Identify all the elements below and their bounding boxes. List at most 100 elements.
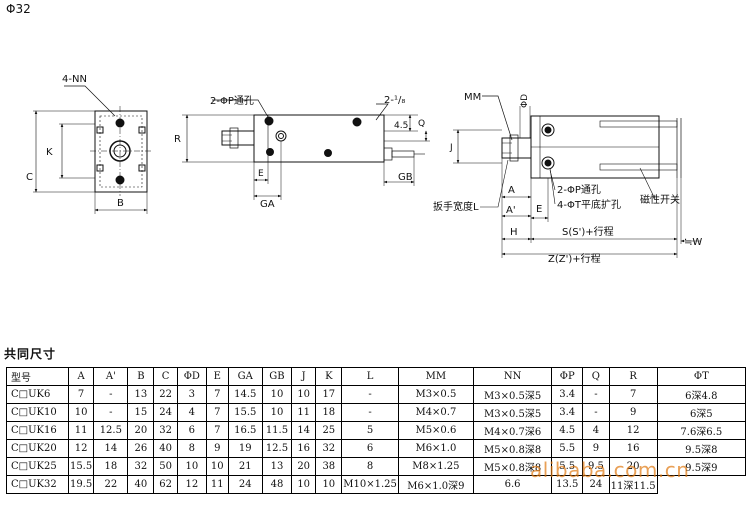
table-cell: 11 [205, 475, 229, 494]
front-nut-tl [96, 126, 104, 134]
label-s: S(S')+行程 [562, 225, 614, 238]
table-cell: M6×1.0深9 [397, 475, 474, 494]
column-header: ΦT [656, 367, 746, 386]
label-switch: 磁性开关 [640, 193, 680, 206]
table-cell: 15.5 [227, 403, 263, 422]
column-header: NN [472, 367, 553, 386]
table-cell: M5×0.6 [397, 421, 474, 440]
table-cell: 16 [291, 439, 317, 458]
label-d: ΦD [520, 94, 530, 108]
table-cell: 10 [205, 457, 229, 476]
table-cell: 40 [153, 439, 178, 458]
label-k: K [46, 147, 53, 158]
table-cell: 8 [176, 439, 207, 458]
table-cell: C□UK10 [6, 403, 69, 422]
table-cell: 6深4.8 [656, 385, 746, 404]
label-r: R [174, 134, 181, 145]
label-gb: GB [398, 172, 413, 183]
front-nut-tr [138, 126, 146, 134]
side-hole-3 [266, 148, 274, 156]
label-mm: MM [464, 92, 481, 103]
column-header: K [315, 367, 343, 386]
table-cell: 7 [205, 421, 229, 440]
table-cell: 18 [93, 457, 129, 476]
table-cell: 10 [176, 457, 207, 476]
table-cell: 24 [227, 475, 263, 494]
table-cell: - [341, 385, 399, 404]
table-cell: 9 [582, 439, 610, 458]
label-ga: GA [260, 199, 275, 210]
column-header: 型号 [6, 367, 69, 386]
table-cell: M5×0.8深8 [472, 439, 553, 458]
column-header: R [608, 367, 658, 386]
table-cell: 10 [291, 385, 317, 404]
table-cell: M4×0.7 [397, 403, 474, 422]
table-cell: 48 [261, 475, 293, 494]
table-cell: 10 [291, 475, 317, 494]
table-cell: 4.5 [551, 421, 584, 440]
table-cell: 22 [93, 475, 129, 494]
table-cell: M8×1.25 [397, 457, 474, 476]
label-b: B [117, 198, 124, 209]
table-cell: 62 [153, 475, 178, 494]
table-cell: 7.6深6.5 [656, 421, 746, 440]
table-cell: C□UK6 [6, 385, 69, 404]
label-a2: A' [506, 205, 516, 216]
table-cell: 13 [261, 457, 293, 476]
table-cell: - [93, 385, 129, 404]
table-cell: 5.5 [551, 439, 584, 458]
table-cell: 12.5 [261, 439, 293, 458]
table-cell: 7 [67, 385, 95, 404]
side-hole-1 [264, 116, 274, 126]
table-cell: 20 [291, 457, 317, 476]
column-header: E [205, 367, 229, 386]
column-header: J [291, 367, 317, 386]
table-cell: 11 [67, 421, 95, 440]
table-cell: 9.5深9 [656, 457, 746, 476]
table-cell: 6.6 [472, 475, 553, 494]
section-title: 共同尺寸 [4, 347, 57, 361]
label-top-e: E [536, 204, 542, 215]
table-cell: 40 [127, 475, 155, 494]
table-cell: C□UK25 [6, 457, 69, 476]
table-cell: 3.4 [551, 385, 584, 404]
side-view [182, 99, 430, 200]
label-w: ≒W [684, 237, 702, 248]
label-port: 2-¹/₈ [384, 95, 405, 106]
table-cell: 6 [341, 439, 399, 458]
technical-drawing: 4-NN K C B [26, 74, 702, 265]
front-nut-bl [96, 164, 104, 172]
table-cell: - [341, 403, 399, 422]
table-cell: - [582, 385, 610, 404]
table-cell: 19 [227, 439, 263, 458]
table-cell: 15 [127, 403, 155, 422]
table-cell: 4 [176, 403, 207, 422]
table-cell: 20 [127, 421, 155, 440]
side-switch [391, 150, 415, 158]
side-port-hole [275, 130, 287, 142]
table-cell: - [93, 403, 129, 422]
top-switch-rail-1 [599, 120, 678, 128]
label-wrench: 扳手宽度L [433, 200, 479, 213]
table-cell: 12 [176, 475, 207, 494]
column-header: C [153, 367, 178, 386]
table-cell: 3 [176, 385, 207, 404]
top-switch-rail-2 [599, 163, 678, 171]
table-cell: 16 [608, 439, 658, 458]
table-cell: 10 [315, 475, 343, 494]
table-cell: 7 [205, 403, 229, 422]
column-header: Q [582, 367, 610, 386]
table-cell: 9 [205, 439, 229, 458]
table-cell: 3.4 [551, 403, 584, 422]
front-view [33, 85, 152, 214]
table-cell: 6 [176, 421, 207, 440]
table-cell: 7 [205, 385, 229, 404]
table-cell: 12 [608, 421, 658, 440]
label-4-5: 4.5 [394, 121, 408, 131]
label-z: Z(Z')+行程 [548, 252, 601, 265]
side-hole-4 [324, 149, 332, 157]
